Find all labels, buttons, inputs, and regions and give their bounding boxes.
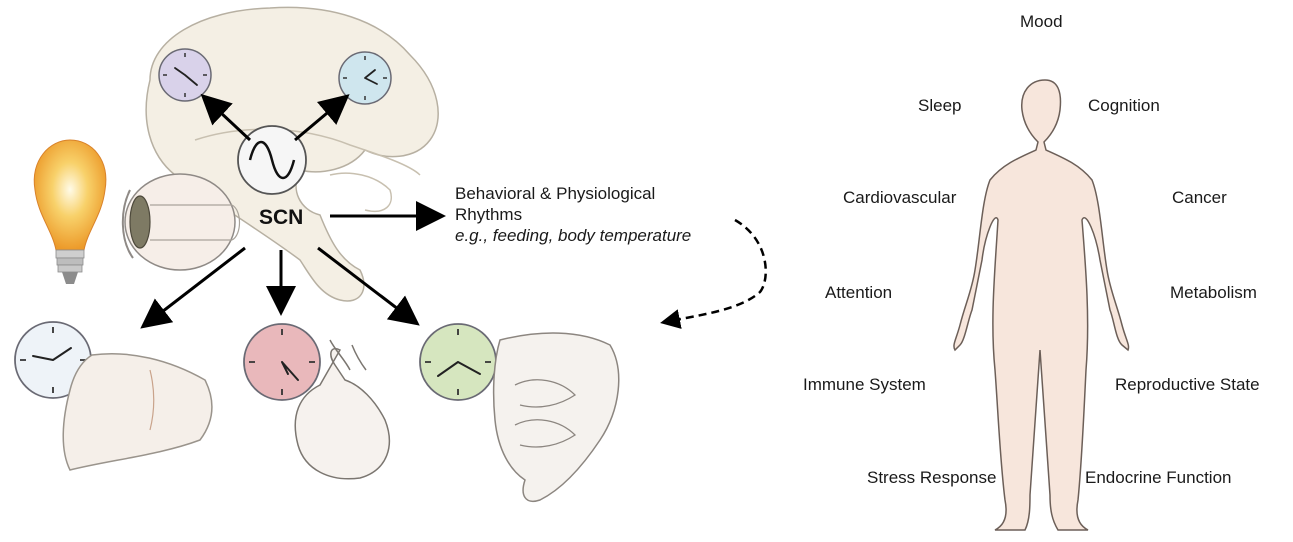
clock-icon <box>420 324 496 400</box>
clock-icon <box>159 49 211 101</box>
scn-label: SCN <box>259 206 303 230</box>
rhythms-line-2: Rhythms <box>455 204 691 225</box>
outcome-endocrine-function: Endocrine Function <box>1085 468 1231 488</box>
outcome-cardiovascular: Cardiovascular <box>843 188 956 208</box>
outcome-mood: Mood <box>1020 12 1063 32</box>
sine-wave-icon <box>238 126 306 194</box>
outcome-attention: Attention <box>825 283 892 303</box>
intestine-icon <box>494 333 619 501</box>
rhythms-line-1: Behavioral & Physiological <box>455 183 691 204</box>
clock-icon <box>339 52 391 104</box>
outcome-stress-response: Stress Response <box>867 468 996 488</box>
light-bulb-icon <box>34 140 106 284</box>
outcome-reproductive-state: Reproductive State <box>1115 375 1260 395</box>
human-body-icon <box>954 80 1129 530</box>
rhythms-example: e.g., feeding, body temperature <box>455 225 691 246</box>
outcome-metabolism: Metabolism <box>1170 283 1257 303</box>
clock-icon <box>244 324 320 400</box>
outcome-cognition: Cognition <box>1088 96 1160 116</box>
outcome-immune-system: Immune System <box>803 375 926 395</box>
rhythms-label: Behavioral & Physiological Rhythms e.g.,… <box>455 183 691 246</box>
outcome-cancer: Cancer <box>1172 188 1227 208</box>
outcome-sleep: Sleep <box>918 96 961 116</box>
liver-icon <box>63 354 212 470</box>
